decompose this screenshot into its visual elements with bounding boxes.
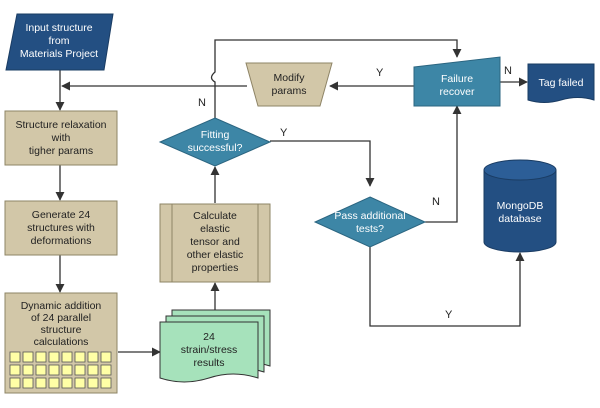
calc-cell (48, 351, 60, 363)
strain-line-1: 24 (203, 331, 215, 343)
calc-cell (48, 377, 60, 389)
mongo-line-1: MongoDB (497, 200, 544, 212)
strain-line-3: results (194, 357, 225, 369)
parallel-calculation-grid (9, 351, 112, 389)
pass-line-1: Pass additional (334, 210, 405, 222)
node-strain: 24 strain/stress results (159, 309, 271, 383)
modify-line-1: Modify (274, 72, 306, 84)
pass-line-2: tests? (356, 223, 384, 235)
node-calculate: Calculate elastic tensor and other elast… (159, 203, 271, 283)
calc-cell (87, 351, 99, 363)
calc-cell (74, 351, 86, 363)
calc-cell (61, 377, 73, 389)
calc-cell (61, 351, 73, 363)
node-fitting: Fitting successful? (158, 117, 272, 167)
label-pass-yes: Y (445, 309, 453, 321)
calc-cell (74, 364, 86, 376)
calculate-line-4: other elastic (187, 249, 244, 261)
fitting-line-1: Fitting (201, 129, 230, 141)
calculate-line-3: tensor and (190, 236, 240, 248)
fitting-line-2: successful? (188, 142, 243, 154)
edge-fitting-no (210, 39, 462, 118)
calculate-line-5: properties (192, 262, 239, 274)
calc-cell (74, 377, 86, 389)
calc-cell (35, 364, 47, 376)
calc-cell (87, 364, 99, 376)
input-line-1: Input structure (25, 22, 92, 34)
label-fitting-yes: Y (280, 127, 288, 139)
label-pass-no: N (432, 196, 440, 208)
label-failure-no: N (504, 65, 512, 77)
calc-cell (48, 364, 60, 376)
calc-cell (100, 377, 112, 389)
calc-cell (87, 377, 99, 389)
modify-line-2: params (271, 85, 306, 97)
failure-line-2: recover (439, 86, 475, 98)
calculate-line-2: elastic (200, 223, 230, 235)
relax-line-2: with (51, 132, 71, 144)
connectors (55, 39, 528, 357)
node-failure: Failure recover (413, 56, 501, 107)
calc-cell (61, 364, 73, 376)
node-modify: Modify params (245, 62, 333, 107)
edge-fitting-yes (270, 140, 375, 187)
calc-cell (35, 351, 47, 363)
generate-line-2: structures with (27, 222, 95, 234)
dynamic-line-1: Dynamic addition (21, 300, 102, 312)
calculate-line-1: Calculate (193, 210, 237, 222)
edge-pass-yes (369, 247, 525, 327)
generate-line-1: Generate 24 (32, 209, 91, 221)
tagfailed-line-1: Tag failed (539, 77, 584, 89)
node-mongo: MongoDB database (483, 159, 557, 253)
strain-line-2: strain/stress (181, 344, 238, 356)
calc-cell (9, 377, 21, 389)
label-failure-yes: Y (376, 67, 384, 79)
relax-line-3: tigher params (29, 145, 93, 157)
input-line-3: Materials Project (20, 48, 98, 60)
relax-line-1: Structure relaxation (15, 119, 106, 131)
calc-cell (22, 377, 34, 389)
node-tagfailed: Tag failed (527, 63, 595, 103)
calc-cell (22, 351, 34, 363)
generate-line-3: deformations (31, 235, 92, 247)
dynamic-line-3: structure (41, 324, 82, 336)
edge-pass-no (425, 105, 462, 223)
calc-cell (100, 351, 112, 363)
calc-cell (35, 377, 47, 389)
dynamic-line-2: of 24 parallel (31, 312, 91, 324)
mongo-line-2: database (498, 213, 541, 225)
node-pass: Pass additional tests? (313, 196, 427, 248)
node-relax: Structure relaxation with tigher params (4, 110, 118, 166)
calc-cell (9, 351, 21, 363)
calc-cell (22, 364, 34, 376)
calc-cell (100, 364, 112, 376)
failure-line-1: Failure (441, 73, 473, 85)
node-dynamic: Dynamic addition of 24 parallel structur… (4, 292, 118, 394)
node-generate: Generate 24 structures with deformations (4, 200, 118, 256)
calc-cell (9, 364, 21, 376)
input-line-2: from (49, 35, 70, 47)
dynamic-line-4: calculations (34, 336, 89, 348)
label-fitting-no: N (198, 97, 206, 109)
node-input: Input structure from Materials Project (5, 13, 114, 71)
